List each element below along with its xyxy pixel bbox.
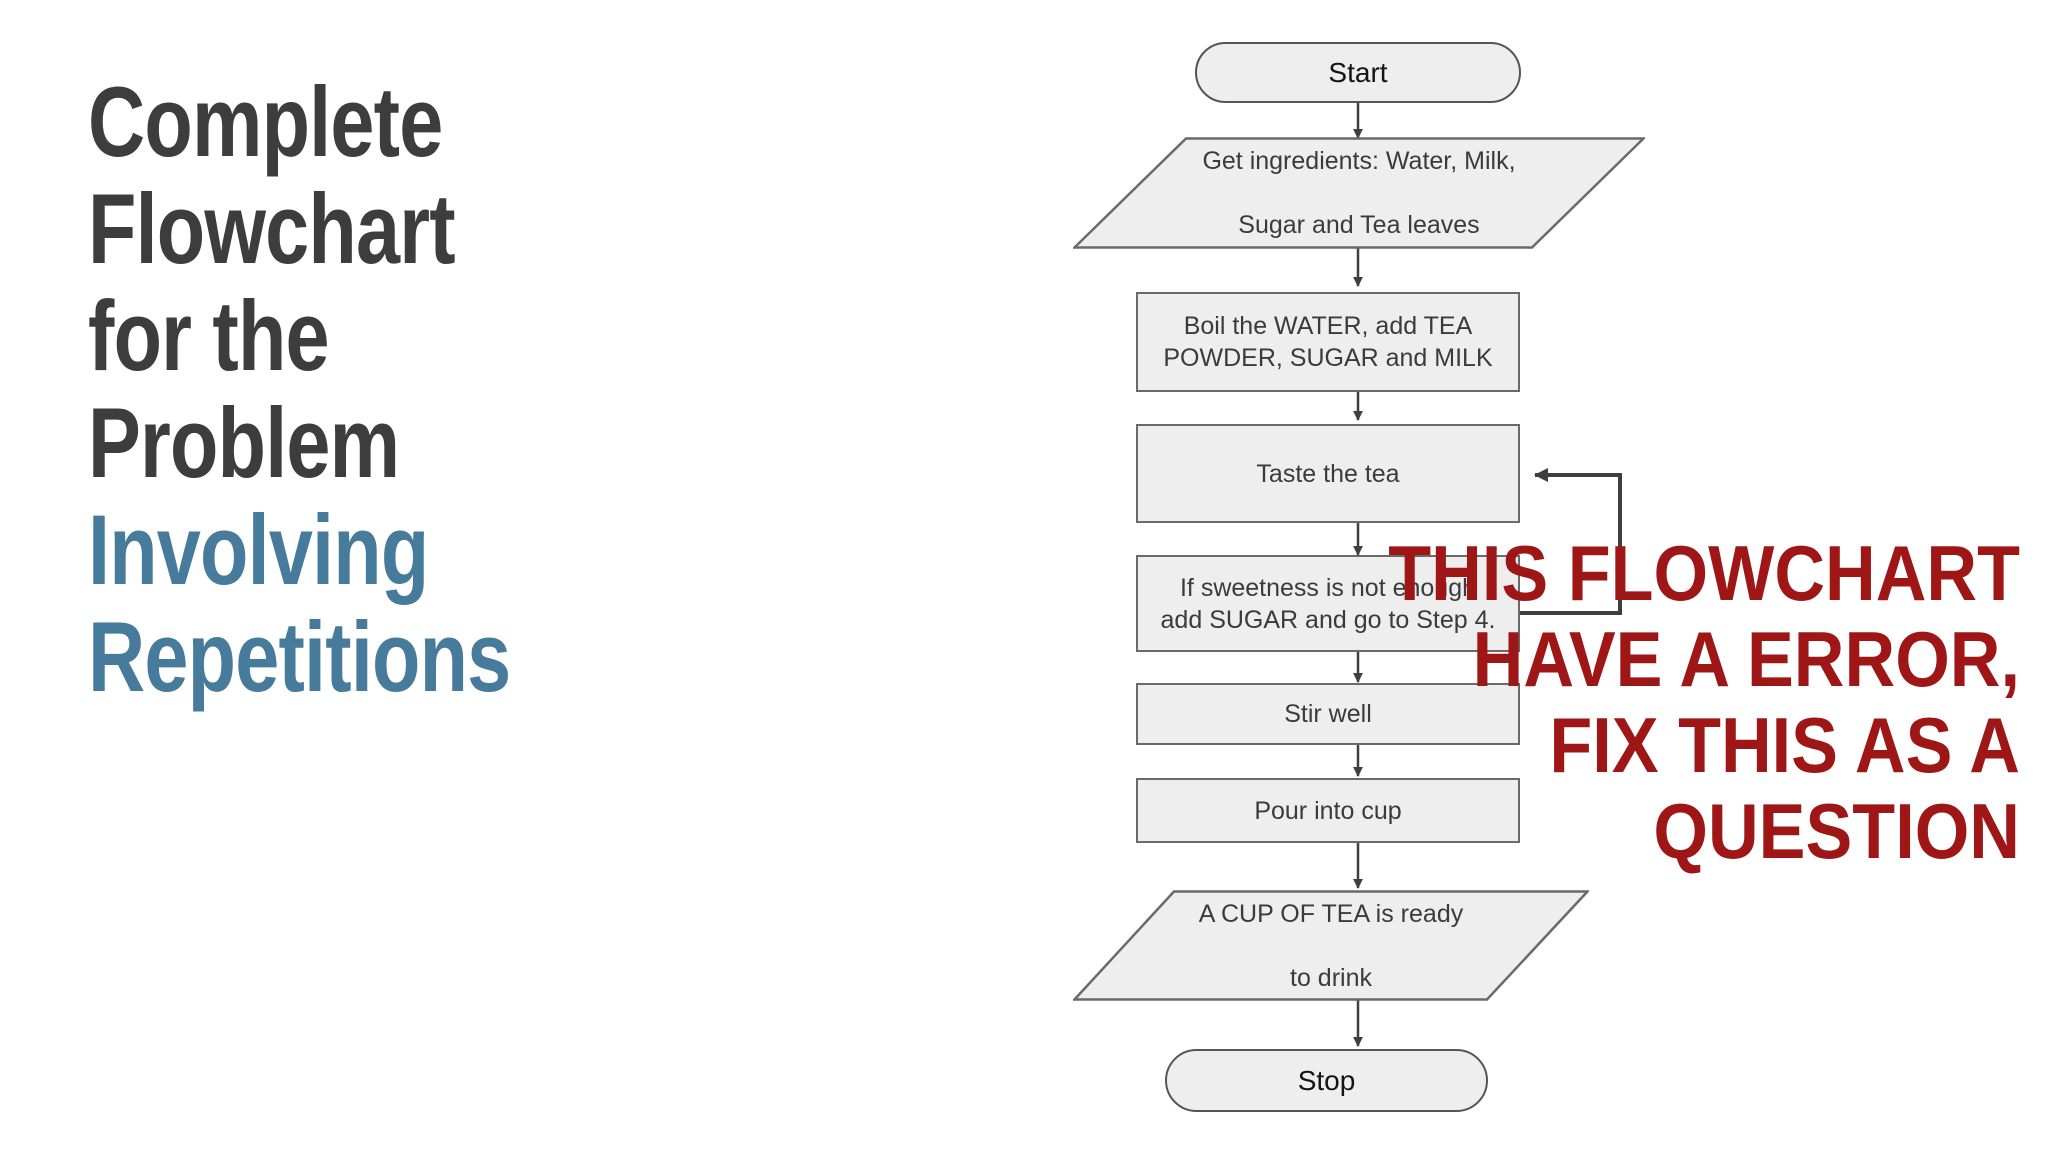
flowchart-node-ready-label: A CUP OF TEA is ready to drink <box>1073 890 1589 1001</box>
flowchart-node-sweetness-label: If sweetness is not enough add SUGAR and… <box>1147 572 1510 636</box>
boil-line-2: POWDER, SUGAR and MILK <box>1163 344 1493 372</box>
flowchart-node-sweetness[interactable]: If sweetness is not enough add SUGAR and… <box>1136 555 1520 652</box>
error-annotation-text: THIS FLOWCHART HAVE A ERROR, FIX THIS AS… <box>1388 529 2020 875</box>
flowchart-node-start[interactable]: Start <box>1195 42 1521 103</box>
page-title: Complete Flowchart for the Problem Invol… <box>88 68 628 710</box>
ready-line-2: to drink <box>1290 963 1372 992</box>
flowchart-node-taste[interactable]: Taste the tea <box>1136 424 1520 523</box>
title-line-complete: Complete <box>88 66 443 177</box>
sweetness-line-1: If sweetness is not enough <box>1179 573 1477 602</box>
title-line-for-the: for the <box>88 280 330 391</box>
flowchart-node-pour[interactable]: Pour into cup <box>1136 778 1520 843</box>
flowchart-node-taste-label: Taste the tea <box>1256 459 1400 488</box>
ready-line-1: A CUP OF TEA is ready <box>1198 899 1464 928</box>
flowchart-node-pour-label: Pour into cup <box>1254 796 1402 825</box>
flowchart-node-boil[interactable]: Boil the WATER, add TEA POWDER, SUGAR an… <box>1136 292 1520 392</box>
flowchart-node-ingredients-label: Get ingredients: Water, Milk, Sugar and … <box>1073 137 1645 249</box>
title-line-involving: Involving <box>88 494 429 605</box>
parallelogram-shape <box>1073 890 1589 1001</box>
title-line-flowchart: Flowchart <box>88 173 456 284</box>
flowchart-node-stir[interactable]: Stir well <box>1136 683 1520 745</box>
flowchart-node-start-label: Start <box>1328 56 1388 88</box>
ingredients-line-1: Get ingredients: Water, Milk, <box>1202 147 1516 175</box>
flowchart-node-ready[interactable]: A CUP OF TEA is ready to drink <box>1073 890 1589 1001</box>
sweetness-line-2: add SUGAR and go to Step 4. <box>1160 605 1496 634</box>
ingredients-line-2: Sugar and Tea leaves <box>1238 211 1480 239</box>
flowchart-node-stop[interactable]: Stop <box>1165 1049 1488 1112</box>
parallelogram-shape <box>1073 137 1645 249</box>
boil-line-1: Boil the WATER, add TEA <box>1183 312 1473 340</box>
flowchart-node-stop-label: Stop <box>1297 1064 1356 1096</box>
title-line-repetitions: Repetitions <box>88 601 511 712</box>
flowchart-node-boil-label: Boil the WATER, add TEA POWDER, SUGAR an… <box>1149 310 1506 374</box>
title-line-problem: Problem <box>88 387 400 498</box>
flowchart-node-ingredients[interactable]: Get ingredients: Water, Milk, Sugar and … <box>1073 137 1645 249</box>
flowchart-node-stir-label: Stir well <box>1284 700 1372 728</box>
